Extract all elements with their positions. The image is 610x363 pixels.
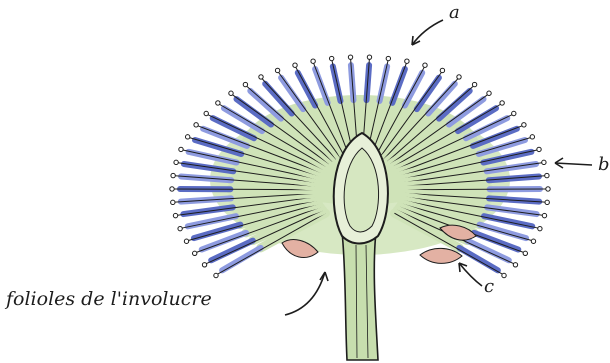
label-a: a (449, 2, 460, 23)
label-b: b (598, 154, 610, 175)
label-c: c (484, 276, 494, 297)
stem (342, 232, 378, 360)
label-involucre: folioles de l'involucre (4, 288, 212, 310)
